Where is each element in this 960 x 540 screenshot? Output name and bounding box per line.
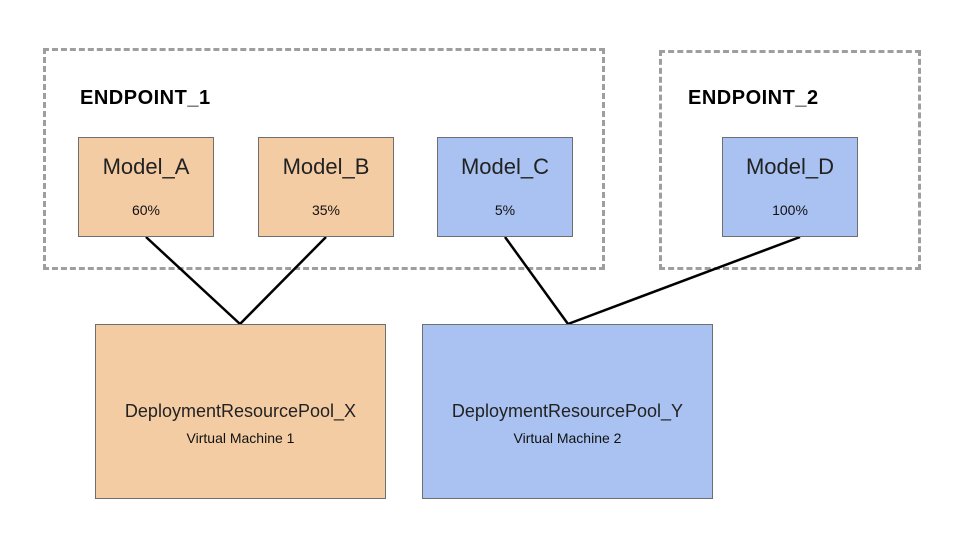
- model-c-box[interactable]: Model_C 5%: [437, 137, 573, 237]
- model-c-share: 5%: [494, 202, 516, 218]
- model-d-box[interactable]: Model_D 100%: [722, 137, 858, 237]
- model-b-name: Model_B: [282, 154, 370, 179]
- model-d-share: 100%: [772, 202, 808, 218]
- model-a-share: 60%: [131, 202, 161, 218]
- pool-y-vm: Virtual Machine 2: [513, 430, 622, 446]
- model-a-name: Model_A: [102, 154, 190, 179]
- endpoint-1-container: [43, 48, 605, 270]
- model-d-name: Model_D: [745, 154, 835, 179]
- connector-model-d-pool-y: [567, 235, 801, 326]
- pool-x-box[interactable]: DeploymentResourcePool_X Virtual Machine…: [95, 324, 386, 499]
- pool-y-name: DeploymentResourcePool_Y: [451, 401, 684, 421]
- endpoint-1-title: ENDPOINT_1: [80, 87, 211, 109]
- endpoint-2-container: [659, 50, 921, 270]
- endpoint-2-title: ENDPOINT_2: [688, 87, 819, 109]
- model-c-name: Model_C: [460, 154, 550, 179]
- model-b-box[interactable]: Model_B 35%: [258, 137, 394, 237]
- connector-model-a-pool-x: [145, 236, 241, 325]
- model-b-share: 35%: [311, 202, 341, 218]
- pool-y-box[interactable]: DeploymentResourcePool_Y Virtual Machine…: [422, 324, 713, 499]
- connector-model-c-pool-y: [503, 236, 570, 325]
- pool-x-vm: Virtual Machine 1: [186, 430, 295, 446]
- model-a-box[interactable]: Model_A 60%: [78, 137, 214, 237]
- connector-model-b-pool-x: [239, 236, 327, 325]
- pool-x-name: DeploymentResourcePool_X: [124, 401, 357, 421]
